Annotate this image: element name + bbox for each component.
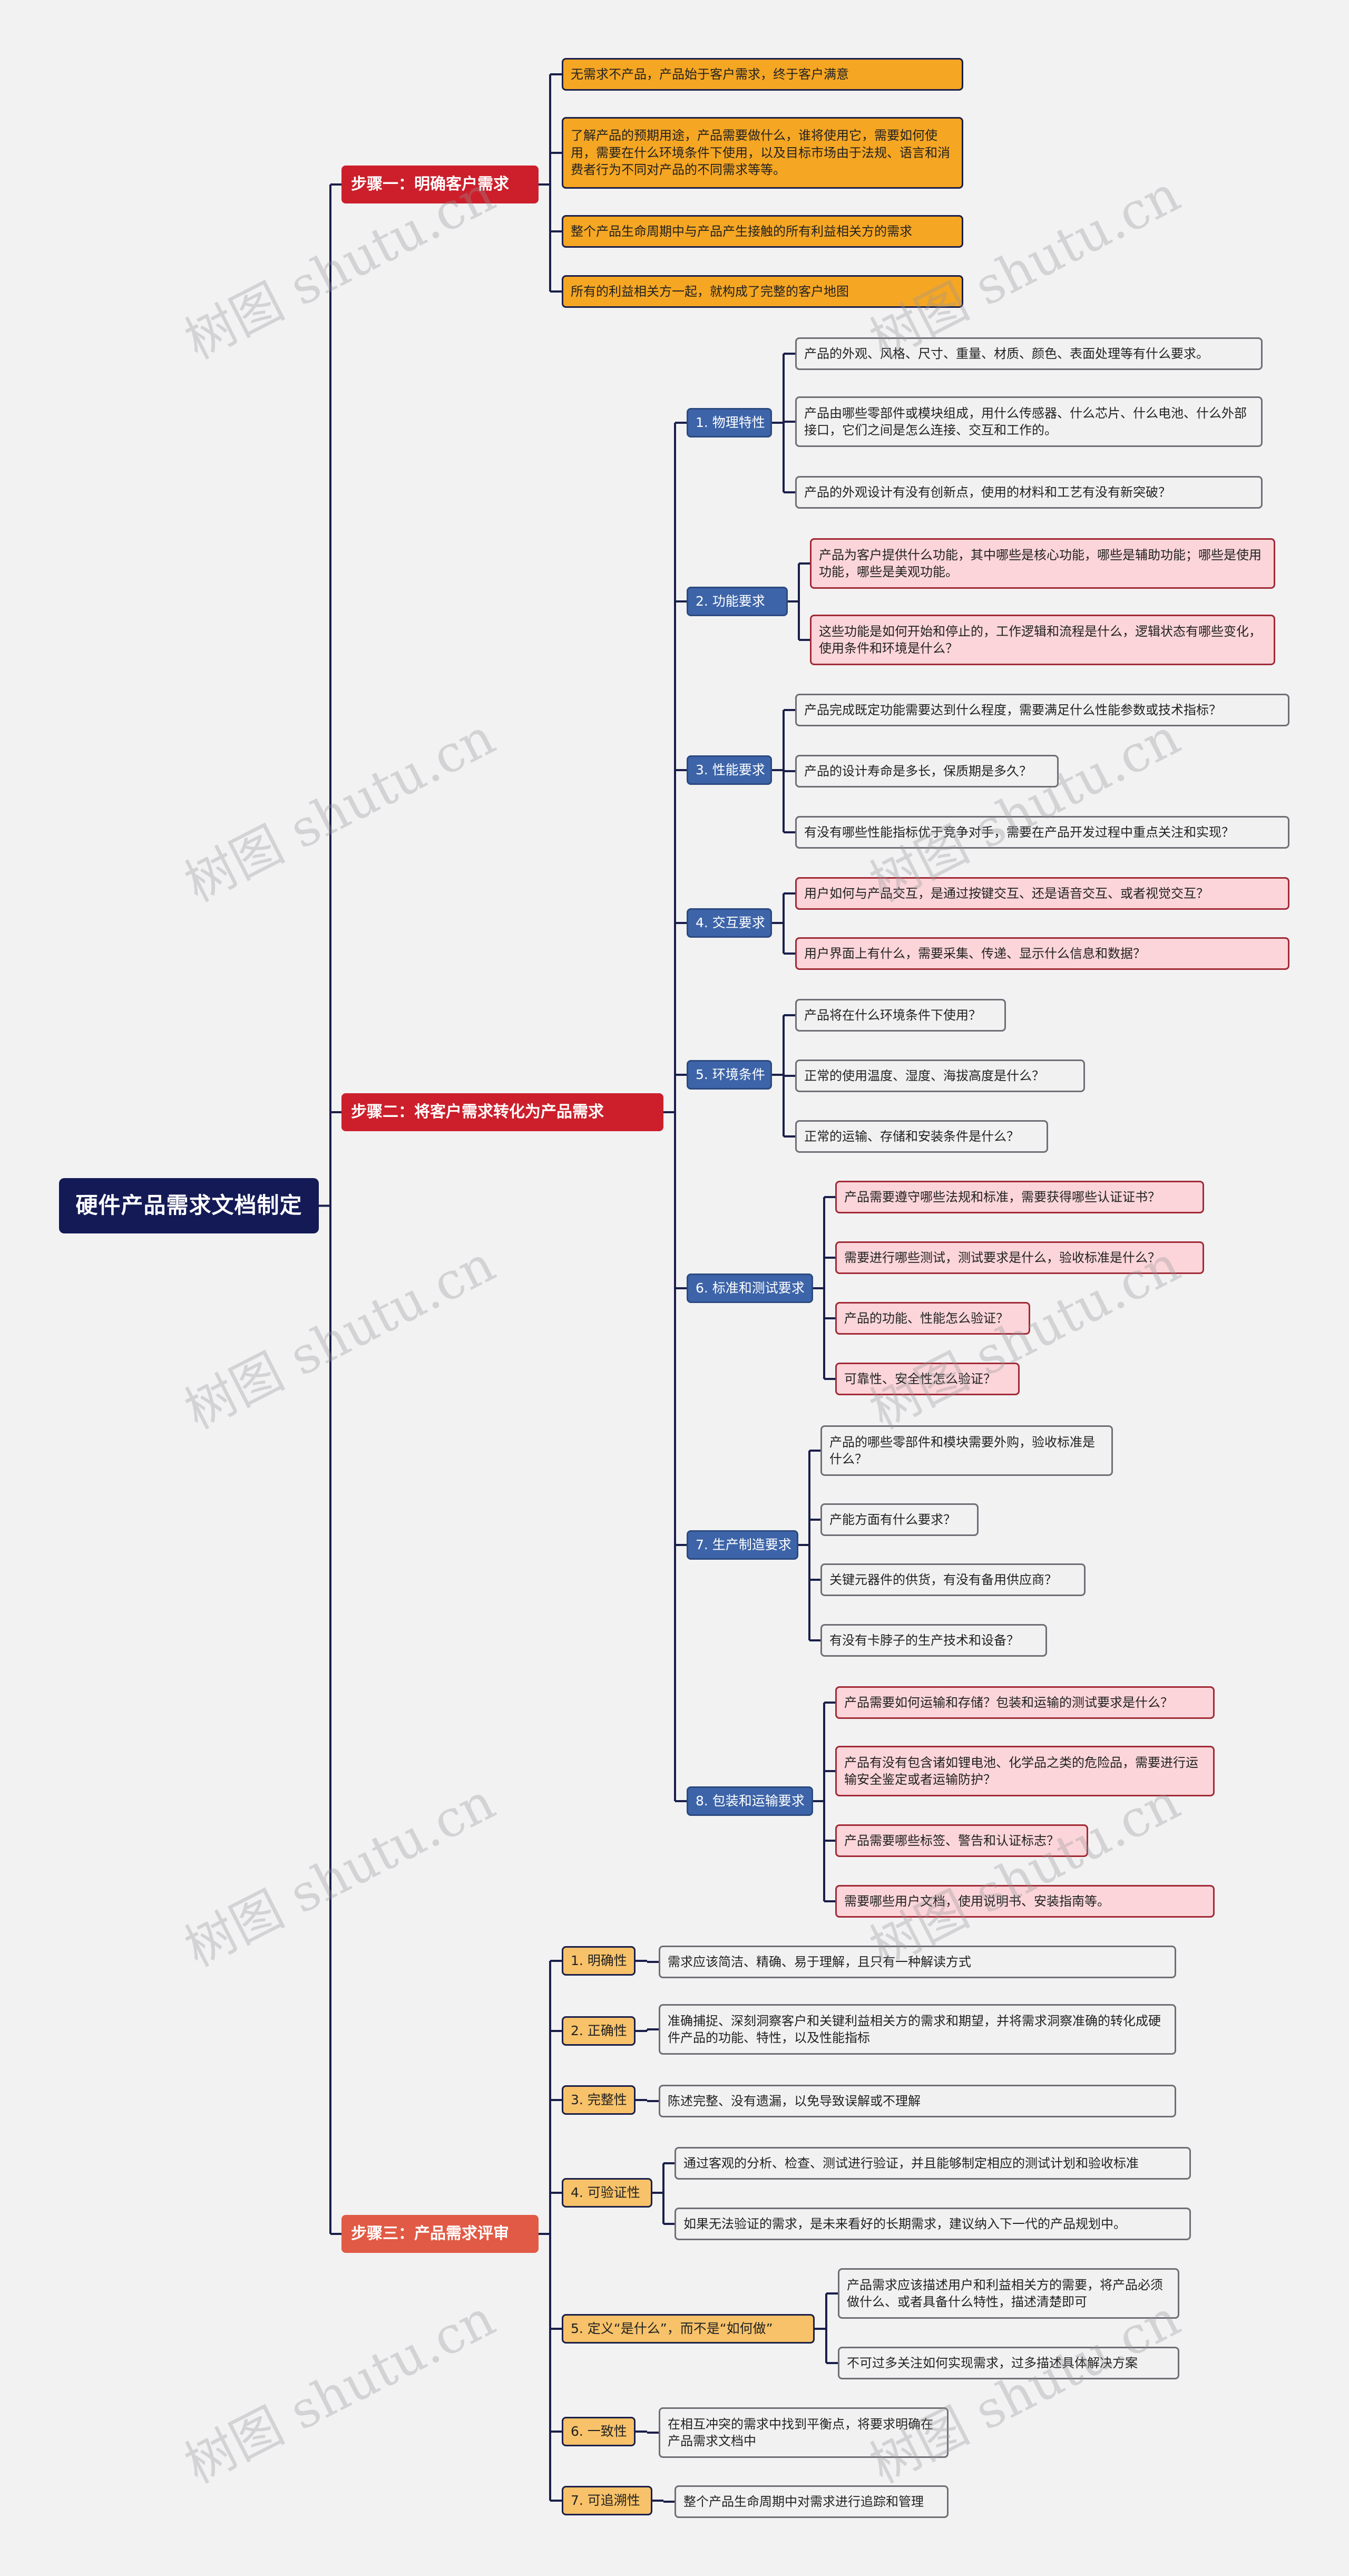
standards-item-1[interactable]: 产品需要遵守哪些法规和标准，需要获得哪些认证证书？ xyxy=(835,1181,1204,1213)
review-clarity[interactable]: 1. 明确性 xyxy=(562,1946,636,1976)
manufacturing-item-3[interactable]: 关键元器件的供货，有没有备用供应商？ xyxy=(820,1563,1086,1596)
step2-group-function[interactable]: 2. 功能要求 xyxy=(687,587,788,616)
step2-group-environment[interactable]: 5. 环境条件 xyxy=(687,1060,772,1090)
connector-line xyxy=(539,1960,562,2502)
traceability-item[interactable]: 整个产品生命周期中对需求进行追踪和管理 xyxy=(674,2485,949,2518)
step1-item-4[interactable]: 所有的利益相关方一起，就构成了完整的客户地图 xyxy=(562,275,963,308)
connector-line xyxy=(636,2099,659,2102)
root-topic[interactable]: 硬件产品需求文档制定 xyxy=(59,1178,319,1233)
completeness-item[interactable]: 陈述完整、没有遗漏，以免导致误解或不理解 xyxy=(659,2085,1176,2117)
standards-item-2[interactable]: 需要进行哪些测试，测试要求是什么，验收标准是什么？ xyxy=(835,1241,1204,1274)
packaging-item-4[interactable]: 需要哪些用户文档，使用说明书、安装指南等。 xyxy=(835,1885,1215,1918)
review-what-not-how[interactable]: 5. 定义“是什么”，而不是“如何做” xyxy=(562,2314,815,2344)
standards-item-4[interactable]: 可靠性、安全性怎么验证？ xyxy=(835,1363,1020,1395)
review-traceability[interactable]: 7. 可追溯性 xyxy=(562,2486,652,2515)
connector-line xyxy=(772,1014,795,1138)
step2-group-packaging[interactable]: 8. 包装和运输要求 xyxy=(687,1786,813,1816)
connector-line xyxy=(798,1450,820,1641)
packaging-item-1[interactable]: 产品需要如何运输和存储？包装和运输的测试要求是什么？ xyxy=(835,1686,1215,1719)
step1-node[interactable]: 步骤一：明确客户需求 xyxy=(341,166,539,203)
connector-line xyxy=(815,2292,838,2364)
interaction-item-2[interactable]: 用户界面上有什么，需要采集、传递、显示什么信息和数据？ xyxy=(795,937,1289,970)
step1-item-2[interactable]: 了解产品的预期用途，产品需要做什么，谁将使用它，需要如何使用，需要在什么环境条件… xyxy=(562,117,963,189)
review-completeness[interactable]: 3. 完整性 xyxy=(562,2085,636,2115)
environment-item-3[interactable]: 正常的运输、存储和安装条件是什么？ xyxy=(795,1120,1048,1153)
packaging-item-3[interactable]: 产品需要哪些标签、警告和认证标志？ xyxy=(835,1824,1088,1857)
connector-line xyxy=(652,2162,674,2225)
what-not-how-item-2[interactable]: 不可过多关注如何实现需求，过多描述具体解决方案 xyxy=(838,2347,1179,2379)
manufacturing-item-1[interactable]: 产品的哪些零部件和模块需要外购，验收标准是什么？ xyxy=(820,1425,1113,1476)
standards-item-3[interactable]: 产品的功能、性能怎么验证？ xyxy=(835,1302,1030,1335)
connector-line xyxy=(539,73,562,293)
connector-line xyxy=(663,422,687,1802)
review-correctness[interactable]: 2. 正确性 xyxy=(562,2016,636,2046)
connector-line xyxy=(772,353,795,493)
manufacturing-item-2[interactable]: 产能方面有什么要求？ xyxy=(820,1503,979,1536)
step2-group-interaction[interactable]: 4. 交互要求 xyxy=(687,908,772,938)
physical-item-1[interactable]: 产品的外观、风格、尺寸、重量、材质、颜色、表面处理等有什么要求。 xyxy=(795,337,1263,370)
what-not-how-item-1[interactable]: 产品需求应该描述用户和利益相关方的需要，将产品必须做什么、或者具备什么特性，描述… xyxy=(838,2268,1179,2319)
clarity-item[interactable]: 需求应该简洁、精确、易于理解，且只有一种解读方式 xyxy=(659,1946,1176,1978)
connector-line xyxy=(636,2028,659,2032)
step2-group-manufacturing[interactable]: 7. 生产制造要求 xyxy=(687,1530,798,1560)
verifiability-item-1[interactable]: 通过客观的分析、检查、测试进行验证，并且能够制定相应的测试计划和验收标准 xyxy=(674,2147,1191,2180)
manufacturing-item-4[interactable]: 有没有卡脖子的生产技术和设备？ xyxy=(820,1624,1047,1657)
correctness-item[interactable]: 准确捕捉、深刻洞察客户和关键利益相关方的需求和期望，并将需求洞察准确的转化成硬件… xyxy=(659,2004,1176,2055)
verifiability-item-2[interactable]: 如果无法验证的需求，是未来看好的长期需求，建议纳入下一代的产品规划中。 xyxy=(674,2208,1191,2240)
review-consistency[interactable]: 6. 一致性 xyxy=(562,2417,636,2446)
connector-line xyxy=(636,1960,659,1963)
consistency-item[interactable]: 在相互冲突的需求中找到平衡点，将要求明确在产品需求文档中 xyxy=(659,2407,949,2458)
performance-item-2[interactable]: 产品的设计寿命是多长，保质期是多久？ xyxy=(795,755,1059,788)
connector-line xyxy=(813,1702,835,1902)
step2-group-physical[interactable]: 1. 物理特性 xyxy=(687,408,772,438)
connector-line xyxy=(772,709,795,833)
connector-line xyxy=(636,2431,659,2434)
step1-item-3[interactable]: 整个产品生命周期中与产品产生接触的所有利益相关方的需求 xyxy=(562,215,963,248)
function-item-2[interactable]: 这些功能是如何开始和停止的，工作逻辑和流程是什么，逻辑状态有哪些变化，使用条件和… xyxy=(810,615,1275,665)
step1-item-1[interactable]: 无需求不产品，产品始于客户需求，终于客户满意 xyxy=(562,58,963,91)
packaging-item-2[interactable]: 产品有没有包含诸如锂电池、化学品之类的危险品，需要进行运输安全鉴定或者运输防护？ xyxy=(835,1746,1215,1796)
physical-item-2[interactable]: 产品由哪些零部件或模块组成，用什么传感器、什么芯片、什么电池、什么外部接口，它们… xyxy=(795,396,1263,447)
step3-node[interactable]: 步骤三：产品需求评审 xyxy=(341,2215,539,2253)
connector-line xyxy=(652,2500,674,2503)
environment-item-2[interactable]: 正常的使用温度、湿度、海拔高度是什么？ xyxy=(795,1059,1085,1092)
performance-item-3[interactable]: 有没有哪些性能指标优于竞争对手，需要在产品开发过程中重点关注和实现？ xyxy=(795,816,1289,849)
step2-group-standards[interactable]: 6. 标准和测试要求 xyxy=(687,1274,813,1303)
step2-group-performance[interactable]: 3. 性能要求 xyxy=(687,755,772,785)
performance-item-1[interactable]: 产品完成既定功能需要达到什么程度，需要满足什么性能参数或技术指标？ xyxy=(795,694,1289,726)
connector-line xyxy=(772,892,795,955)
review-verifiability[interactable]: 4. 可验证性 xyxy=(562,2178,652,2208)
connector-line xyxy=(319,183,341,2235)
environment-item-1[interactable]: 产品将在什么环境条件下使用？ xyxy=(795,999,1006,1032)
connector-line xyxy=(788,562,810,641)
connector-line xyxy=(813,1196,835,1380)
function-item-1[interactable]: 产品为客户提供什么功能，其中哪些是核心功能，哪些是辅助功能；哪些是使用功能，哪些… xyxy=(810,538,1275,589)
step2-node[interactable]: 步骤二：将客户需求转化为产品需求 xyxy=(341,1093,663,1131)
interaction-item-1[interactable]: 用户如何与产品交互，是通过按键交互、还是语音交互、或者视觉交互？ xyxy=(795,877,1289,910)
physical-item-3[interactable]: 产品的外观设计有没有创新点，使用的材料和工艺有没有新突破？ xyxy=(795,476,1263,509)
